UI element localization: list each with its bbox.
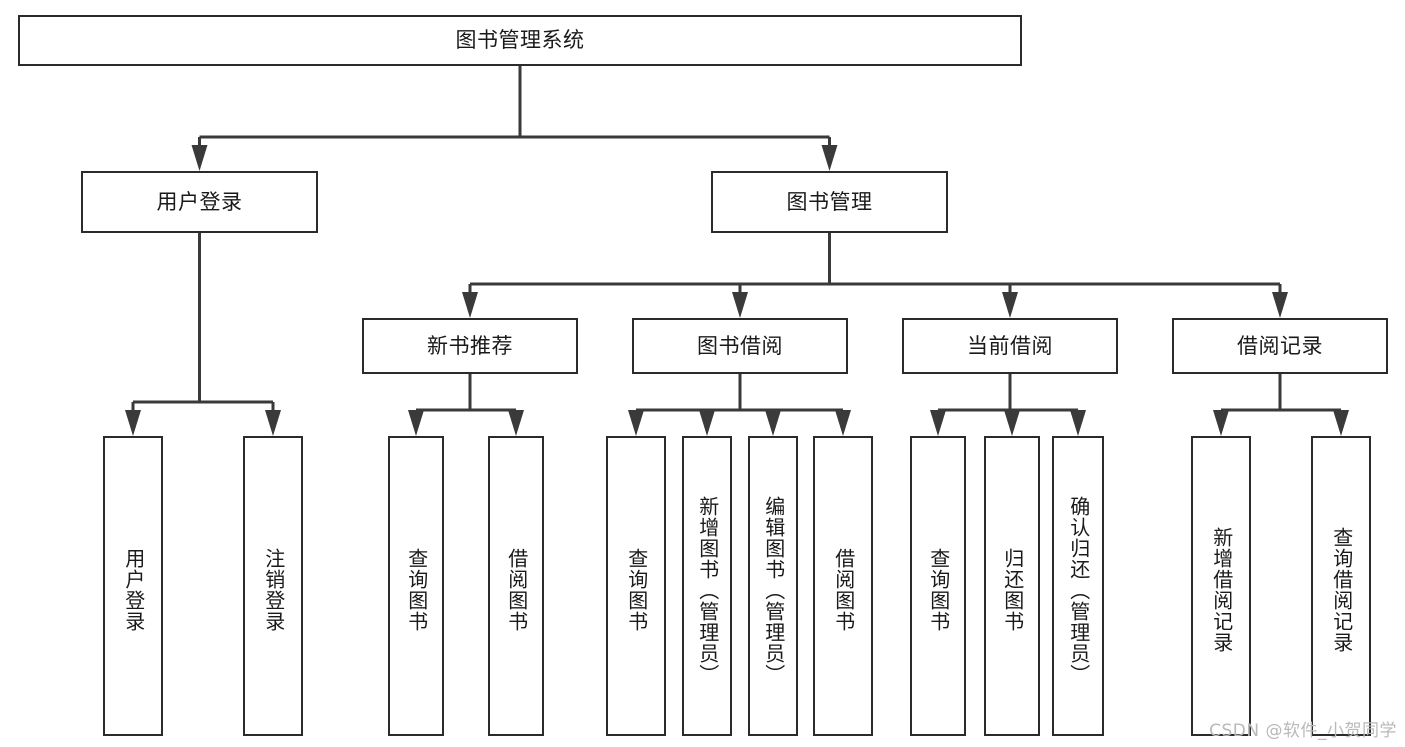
edge-arrowhead <box>765 410 781 436</box>
edge-arrowhead <box>408 410 424 436</box>
edge-arrowhead <box>930 410 946 436</box>
node-leaf-query-borrow-record[interactable]: 查询借阅记录 <box>1311 436 1371 736</box>
node-book-borrow[interactable]: 图书借阅 <box>632 318 848 374</box>
node-leaf-query-book-borrow[interactable]: 查询图书 <box>606 436 666 736</box>
edge-arrowhead <box>1002 292 1018 318</box>
node-root[interactable]: 图书管理系统 <box>18 15 1022 66</box>
node-label: 借阅图书 <box>504 548 529 632</box>
edge-arrowhead <box>191 145 208 171</box>
node-label: 新书推荐 <box>427 333 513 358</box>
edge-arrowhead <box>821 145 838 171</box>
node-label: 注销登录 <box>261 548 286 632</box>
node-user-login[interactable]: 用户登录 <box>81 171 318 233</box>
edge-arrowhead <box>1213 410 1229 436</box>
edge-arrowhead <box>732 292 748 318</box>
edge-arrowhead <box>835 410 851 436</box>
node-current-borrow[interactable]: 当前借阅 <box>902 318 1118 374</box>
node-leaf-user-login[interactable]: 用户登录 <box>103 436 163 736</box>
node-leaf-confirm-return[interactable]: 确认归还（管理员） <box>1052 436 1104 736</box>
node-leaf-edit-book[interactable]: 编辑图书（管理员） <box>748 436 798 736</box>
edge-arrowhead <box>1070 410 1086 436</box>
edge-arrowhead <box>699 410 715 436</box>
node-label: 确认归还（管理员） <box>1066 495 1091 685</box>
node-book-management[interactable]: 图书管理 <box>711 171 948 233</box>
edge-arrowhead <box>1333 410 1349 436</box>
node-label: 用户登录 <box>156 189 243 214</box>
node-leaf-borrow-book[interactable]: 借阅图书 <box>813 436 873 736</box>
edge-arrowhead <box>1272 292 1288 318</box>
edge-arrowhead <box>1004 410 1020 436</box>
node-leaf-logout-login[interactable]: 注销登录 <box>243 436 303 736</box>
node-label: 当前借阅 <box>967 333 1053 358</box>
node-leaf-return-book[interactable]: 归还图书 <box>984 436 1040 736</box>
node-label: 新增借阅记录 <box>1209 527 1234 653</box>
node-label: 图书管理 <box>786 189 873 214</box>
edge-arrowhead <box>508 410 524 436</box>
node-label: 查询图书 <box>624 548 649 632</box>
node-label: 编辑图书（管理员） <box>761 495 786 685</box>
node-label: 图书管理系统 <box>455 28 585 52</box>
node-new-book-recommend[interactable]: 新书推荐 <box>362 318 578 374</box>
node-label: 借阅记录 <box>1237 333 1323 358</box>
edge-arrowhead <box>628 410 644 436</box>
node-label: 查询借阅记录 <box>1329 527 1354 653</box>
edge-arrowhead <box>125 410 141 436</box>
node-label: 借阅图书 <box>831 548 856 632</box>
edge-arrowhead <box>462 292 478 318</box>
node-label: 归还图书 <box>1000 548 1025 632</box>
node-leaf-borrow-book-rec[interactable]: 借阅图书 <box>488 436 544 736</box>
node-leaf-add-book[interactable]: 新增图书（管理员） <box>682 436 732 736</box>
node-leaf-query-book-rec[interactable]: 查询图书 <box>388 436 444 736</box>
node-label: 新增图书（管理员） <box>695 495 720 685</box>
node-label: 查询图书 <box>926 548 951 632</box>
edge-arrowhead <box>265 410 281 436</box>
node-leaf-add-borrow-record[interactable]: 新增借阅记录 <box>1191 436 1251 736</box>
node-borrow-record[interactable]: 借阅记录 <box>1172 318 1388 374</box>
node-leaf-query-book-current[interactable]: 查询图书 <box>910 436 966 736</box>
node-label: 查询图书 <box>404 548 429 632</box>
node-label: 用户登录 <box>121 548 146 632</box>
node-label: 图书借阅 <box>697 333 783 358</box>
